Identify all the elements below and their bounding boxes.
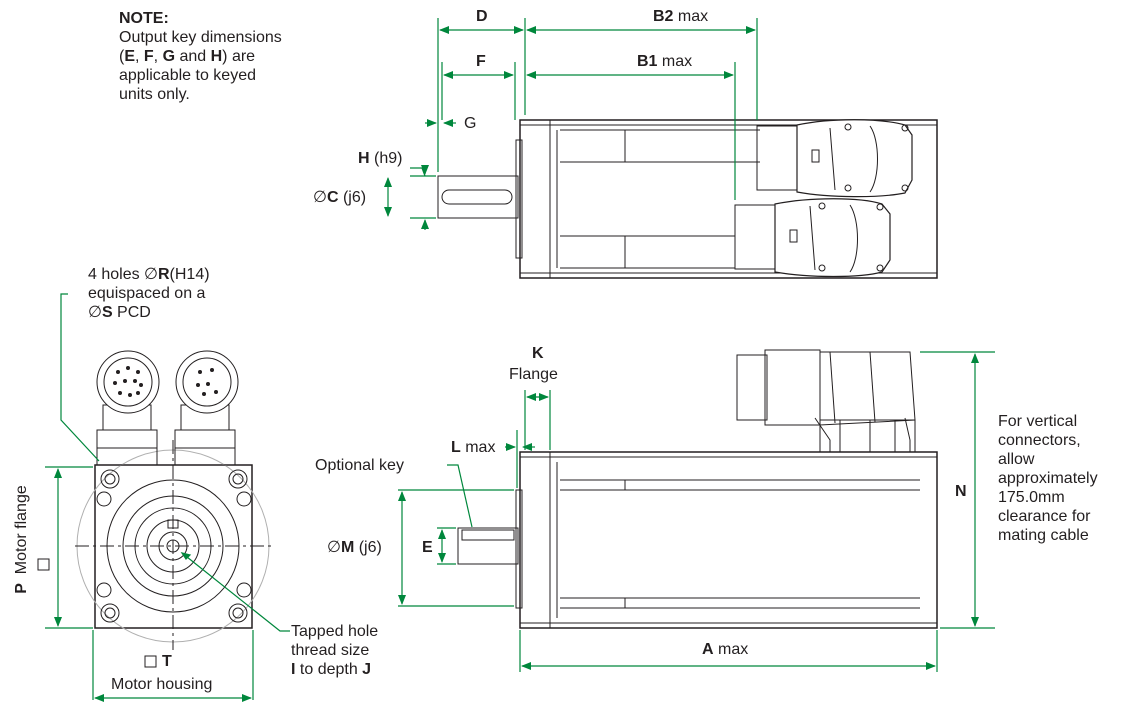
tapped-hole-note: Tapped hole thread size I to depth J: [291, 622, 378, 679]
dim-G: G: [464, 115, 477, 132]
dim-E: E: [422, 539, 433, 556]
note-block: NOTE: Output key dimensions (E, F, G and…: [119, 9, 282, 104]
clearance-line: For vertical: [998, 413, 1078, 430]
tapped-line-1: Tapped hole: [291, 623, 379, 640]
flange-caption: Flange: [509, 366, 558, 383]
dim-T: T: [162, 653, 172, 670]
optional-key-label: Optional key: [315, 457, 404, 474]
dim-H: H (h9): [358, 150, 403, 167]
dimension-lines: [45, 18, 995, 702]
note-title: NOTE:: [119, 10, 169, 27]
front-view-motor: [75, 350, 275, 650]
side-view-motor: [457, 349, 938, 629]
tapped-line-3: I to depth J: [291, 661, 372, 678]
square-symbol-p: [37, 558, 50, 571]
dim-C: ∅C (j6): [313, 189, 367, 206]
clearance-line: mating cable: [998, 527, 1089, 544]
dim-K: K: [532, 345, 544, 362]
holes-line-3: ∅S PCD: [88, 304, 151, 321]
dim-D: D: [476, 8, 488, 25]
dim-M: ∅M (j6): [327, 539, 382, 556]
note-line-2: (E, F, G and H) are: [119, 48, 256, 65]
clearance-line: approximately: [998, 470, 1098, 487]
clearance-line: 175.0mm: [998, 489, 1065, 506]
top-view-motor: [437, 119, 938, 279]
dim-B2: B2 max: [653, 8, 709, 25]
holes-note: 4 holes ∅R(H14) equispaced on a ∅S PCD: [88, 265, 210, 322]
dim-P-label: P Motor flange: [12, 485, 30, 594]
dim-L: L max: [451, 439, 496, 456]
note-line-3: applicable to keyed: [119, 67, 256, 84]
dim-N: N: [955, 483, 967, 500]
clearance-line: connectors,: [998, 432, 1081, 449]
note-line-4: units only.: [119, 86, 190, 103]
tapped-line-2: thread size: [291, 642, 370, 659]
note-line-1: Output key dimensions: [119, 29, 282, 46]
clearance-note: For vertical connectors, allow approxima…: [998, 412, 1098, 545]
clearance-line: allow: [998, 451, 1035, 468]
dim-B1: B1 max: [637, 53, 693, 70]
holes-line-1: 4 holes ∅R(H14): [88, 266, 210, 283]
dim-F: F: [476, 53, 486, 70]
clearance-line: clearance for: [998, 508, 1091, 525]
holes-line-2: equispaced on a: [88, 285, 206, 302]
motor-housing-caption: Motor housing: [111, 676, 213, 693]
square-symbol-t: [144, 655, 157, 668]
dim-A: A max: [702, 641, 749, 658]
